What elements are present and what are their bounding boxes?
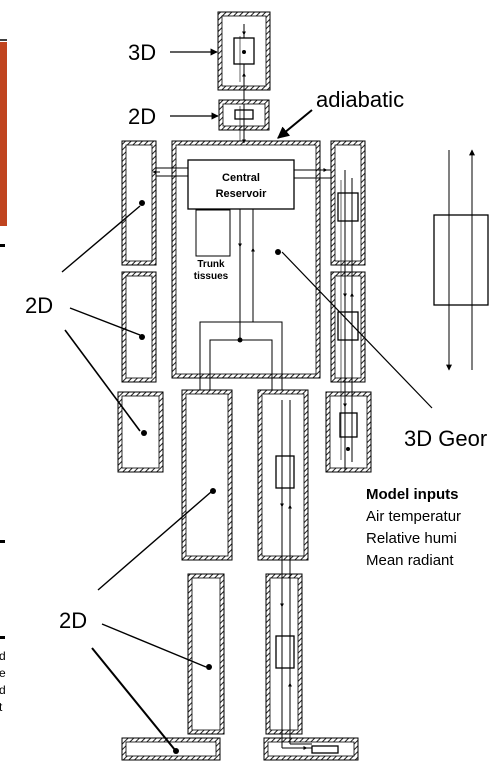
fragment-mark — [0, 636, 5, 639]
model-inputs-block: Model inputs Air temperatur Relative hum… — [366, 486, 461, 569]
right-leg-segment — [257, 389, 359, 761]
model-inputs-title: Model inputs — [366, 486, 459, 503]
torso-segment — [150, 140, 352, 420]
label-3d-geometry: 3D Geor — [404, 426, 487, 451]
left-fragment-text: d e d t — [0, 649, 6, 714]
label-reservoir: Reservoir — [216, 188, 267, 200]
head-segment — [217, 11, 271, 100]
model-input-item: Air temperatur — [366, 508, 461, 525]
leader-lines — [61, 48, 433, 751]
fragment-mark — [0, 540, 5, 543]
fragment-char: t — [0, 700, 3, 714]
label-trunk: Trunk — [197, 259, 225, 270]
heat-exchanger-element — [433, 149, 489, 371]
fragment-char: d — [0, 649, 6, 663]
neck-segment — [218, 99, 270, 160]
label-3d-head: 3D — [128, 40, 156, 65]
fragment-mark — [0, 244, 5, 247]
left-leg-segment — [121, 389, 233, 761]
right-arm-segment — [325, 140, 372, 473]
central-reservoir-box — [187, 159, 295, 210]
fragment-char: d — [0, 683, 6, 697]
fragment-char: e — [0, 666, 6, 680]
label-adiabatic: adiabatic — [316, 87, 404, 112]
label-2d-legs: 2D — [59, 608, 87, 633]
left-arm-segment — [117, 140, 164, 473]
flow-arrows — [152, 28, 354, 750]
accent-bar — [0, 42, 7, 226]
model-input-item: Mean radiant — [366, 552, 454, 569]
label-tissues: tissues — [194, 271, 229, 282]
label-2d-neck: 2D — [128, 104, 156, 129]
label-2d-arms: 2D — [25, 293, 53, 318]
label-central: Central — [222, 172, 260, 184]
model-input-item: Relative humi — [366, 530, 457, 547]
